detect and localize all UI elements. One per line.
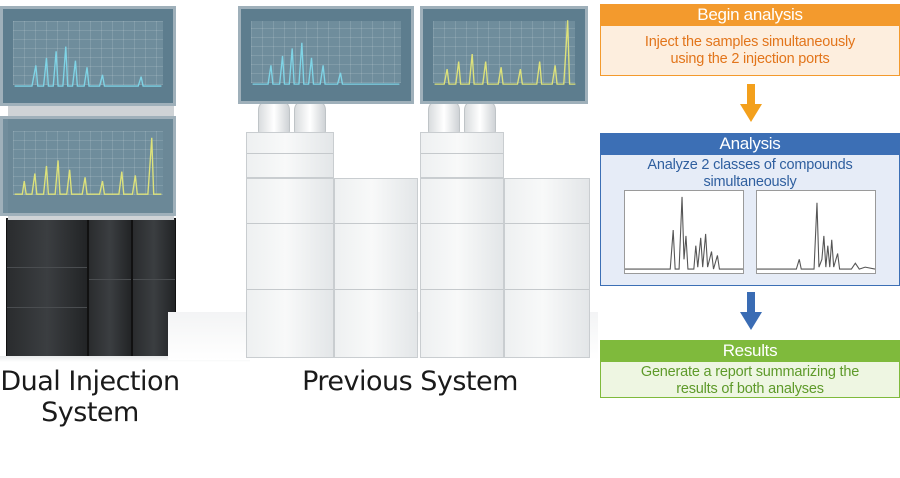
- chromatogram-right-trace: [757, 202, 875, 270]
- previous-system: [168, 0, 598, 362]
- dual-caption-line1: Dual Injection: [0, 366, 180, 397]
- results-line1: Generate a report summarizing the: [640, 364, 860, 380]
- begin-analysis-body: Inject the samples simultaneously using …: [600, 26, 900, 76]
- dual-injection-system: [0, 0, 250, 362]
- bottle-1: [258, 100, 290, 134]
- dual-instrument-left-module: [6, 218, 88, 358]
- dual-lower-trace: [14, 137, 162, 195]
- begin-analysis-header: Begin analysis: [600, 4, 900, 26]
- previous-unit1-side: [334, 178, 418, 358]
- dual-injection-caption: Dual Injection System: [0, 366, 180, 428]
- previous-right-trace: [434, 20, 576, 85]
- bottle-4: [464, 100, 496, 134]
- previous-unit2-body: [420, 178, 504, 358]
- previous-left-trace: [252, 42, 400, 85]
- dual-caption-line2: System: [41, 397, 139, 428]
- dual-lower-screen: [0, 116, 176, 216]
- dual-upper-trace: [14, 46, 162, 87]
- analysis-line1: Analyze 2 classes of compounds: [647, 157, 853, 173]
- dual-upper-screen: [0, 6, 176, 106]
- previous-unit1-top: [246, 132, 334, 178]
- arrow-down-blue-icon: [740, 292, 762, 330]
- bottle-3: [428, 100, 460, 134]
- previous-system-caption: Previous System: [302, 366, 518, 397]
- dual-instrument-mid-module: [88, 218, 132, 358]
- analysis-header: Analysis: [600, 133, 900, 155]
- previous-screen-right: [420, 6, 588, 104]
- arrow-down-orange-icon: [740, 84, 762, 122]
- dual-floor-shadow: [0, 356, 250, 362]
- results-line2: results of both analyses: [676, 381, 824, 397]
- begin-analysis-line1: Inject the samples simultaneously: [644, 34, 856, 50]
- results-body: Generate a report summarizing the result…: [600, 362, 900, 398]
- analysis-line2: simultaneously: [703, 174, 797, 190]
- dual-instrument-right-module: [132, 218, 176, 358]
- chromatogram-left: [624, 190, 744, 274]
- previous-screen-left: [238, 6, 414, 104]
- results-header: Results: [600, 340, 900, 362]
- bottle-2: [294, 100, 326, 134]
- begin-analysis-line2: using the 2 injection ports: [670, 51, 830, 67]
- previous-unit2-side: [504, 178, 590, 358]
- previous-unit2-top: [420, 132, 504, 178]
- chromatogram-left-trace: [625, 196, 743, 270]
- chromatogram-right: [756, 190, 876, 274]
- previous-unit1-body: [246, 178, 334, 358]
